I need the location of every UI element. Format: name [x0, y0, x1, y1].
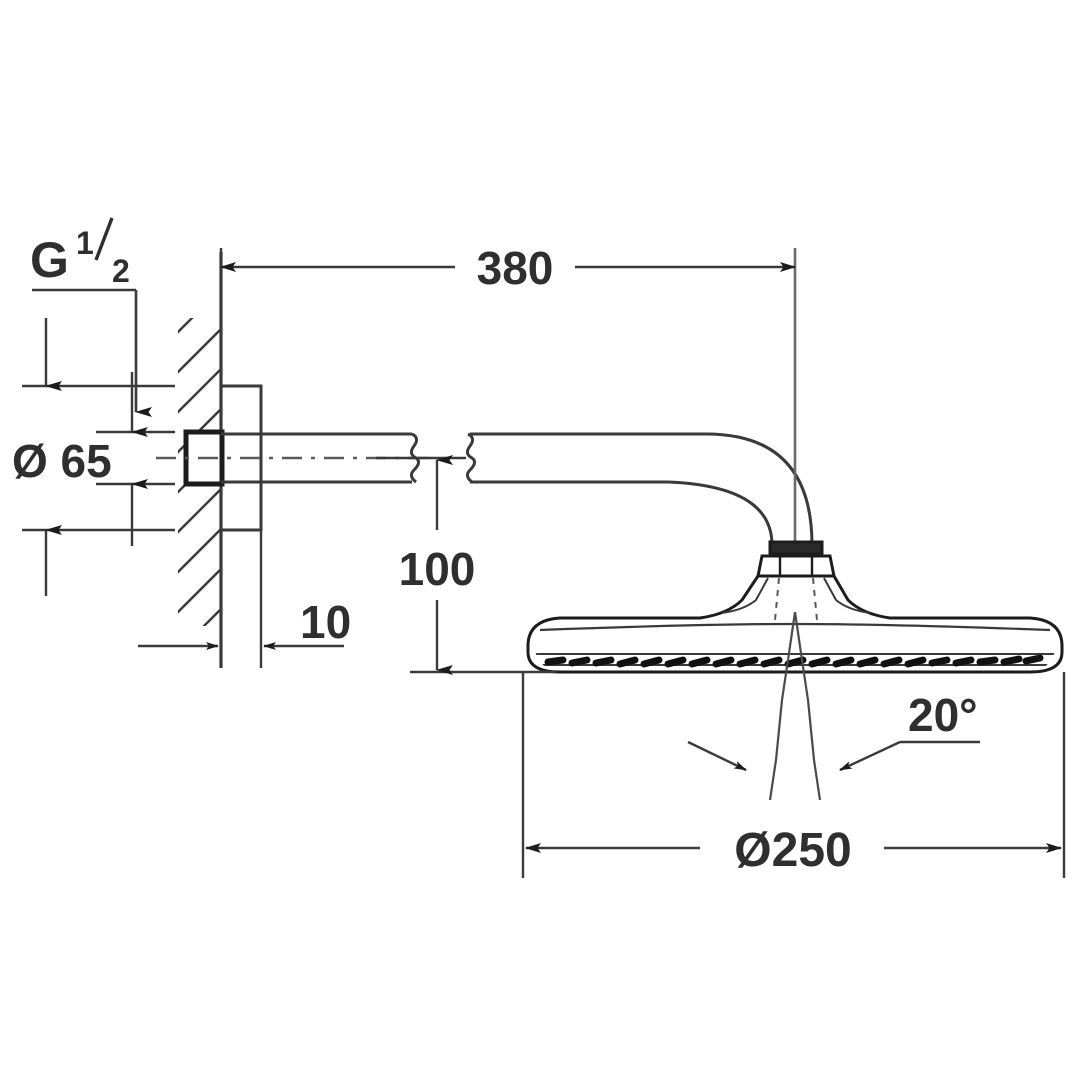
flange-diameter-label: Ø 65: [12, 435, 112, 487]
arm-elbow-bend: [667, 432, 814, 546]
thread-numerator-label: 1: [76, 225, 94, 261]
arm-projection-label: 380: [477, 242, 554, 294]
spray-cone-indication: [768, 611, 822, 801]
flange-depth-dimension: 10: [138, 530, 351, 668]
thread-fraction-slash: [94, 217, 114, 261]
arm-break-line-right: [465, 432, 477, 484]
head-swivel-joint: [756, 540, 836, 578]
drop-height-dimension: 100: [376, 455, 556, 675]
flange-depth-label: 10: [300, 596, 351, 648]
spray-angle-label: 20°: [908, 689, 978, 741]
spray-nozzle-ring: [534, 653, 1058, 668]
thread-size-callout: G 1 2: [30, 217, 152, 417]
spray-angle-dimension: 20°: [687, 689, 980, 772]
thread-prefix-label: G: [30, 232, 69, 288]
wall-flange: [221, 384, 263, 532]
arm-projection-dimension: 380: [219, 242, 796, 330]
drop-height-label: 100: [399, 543, 476, 595]
head-diameter-label: Ø250: [734, 824, 851, 877]
thread-denominator-label: 2: [112, 253, 130, 289]
head-diameter-dimension: Ø250: [521, 672, 1066, 878]
shower-arm: [221, 432, 706, 484]
shower-head-dome: [526, 574, 1064, 674]
flange-diameter-dimension: Ø 65: [12, 318, 436, 596]
